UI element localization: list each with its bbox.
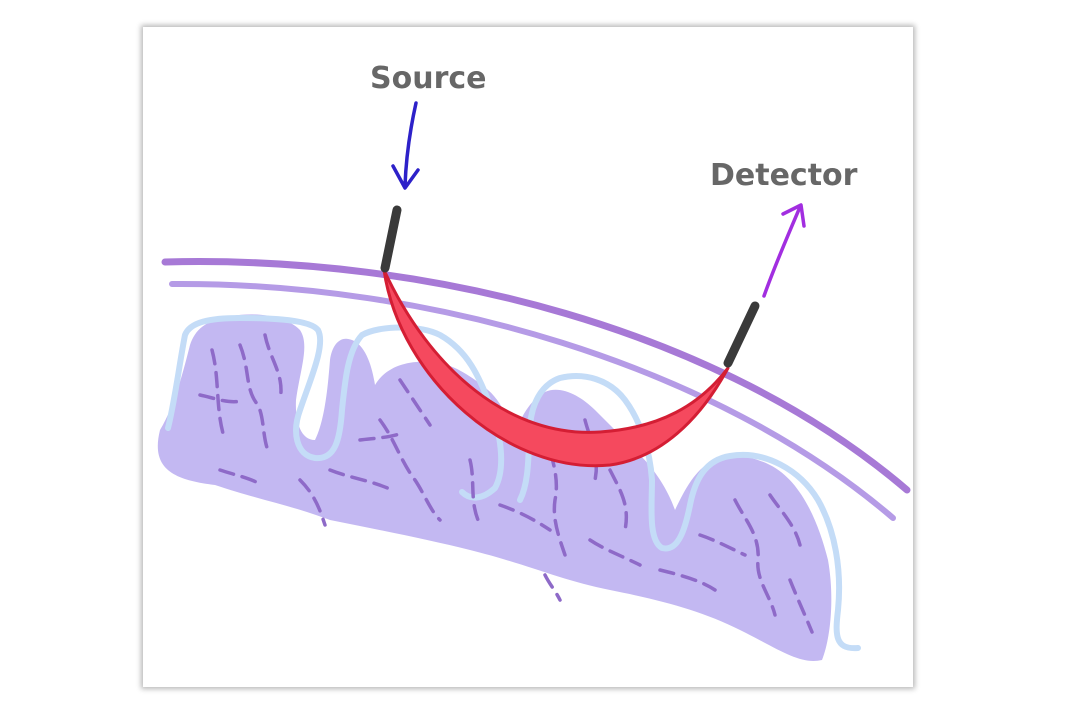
- source-optode: [380, 205, 402, 273]
- source-label: Source: [370, 61, 487, 96]
- detector-optode: [723, 301, 760, 368]
- arrow-down-icon: [391, 101, 420, 190]
- scalp-outer-line: [161, 258, 911, 494]
- brain-vessels: [198, 333, 814, 634]
- light-path-banana: [382, 268, 730, 468]
- arrow-up-right-icon: [762, 203, 806, 298]
- scalp-inner-line: [169, 280, 896, 521]
- detector-label: Detector: [710, 158, 858, 193]
